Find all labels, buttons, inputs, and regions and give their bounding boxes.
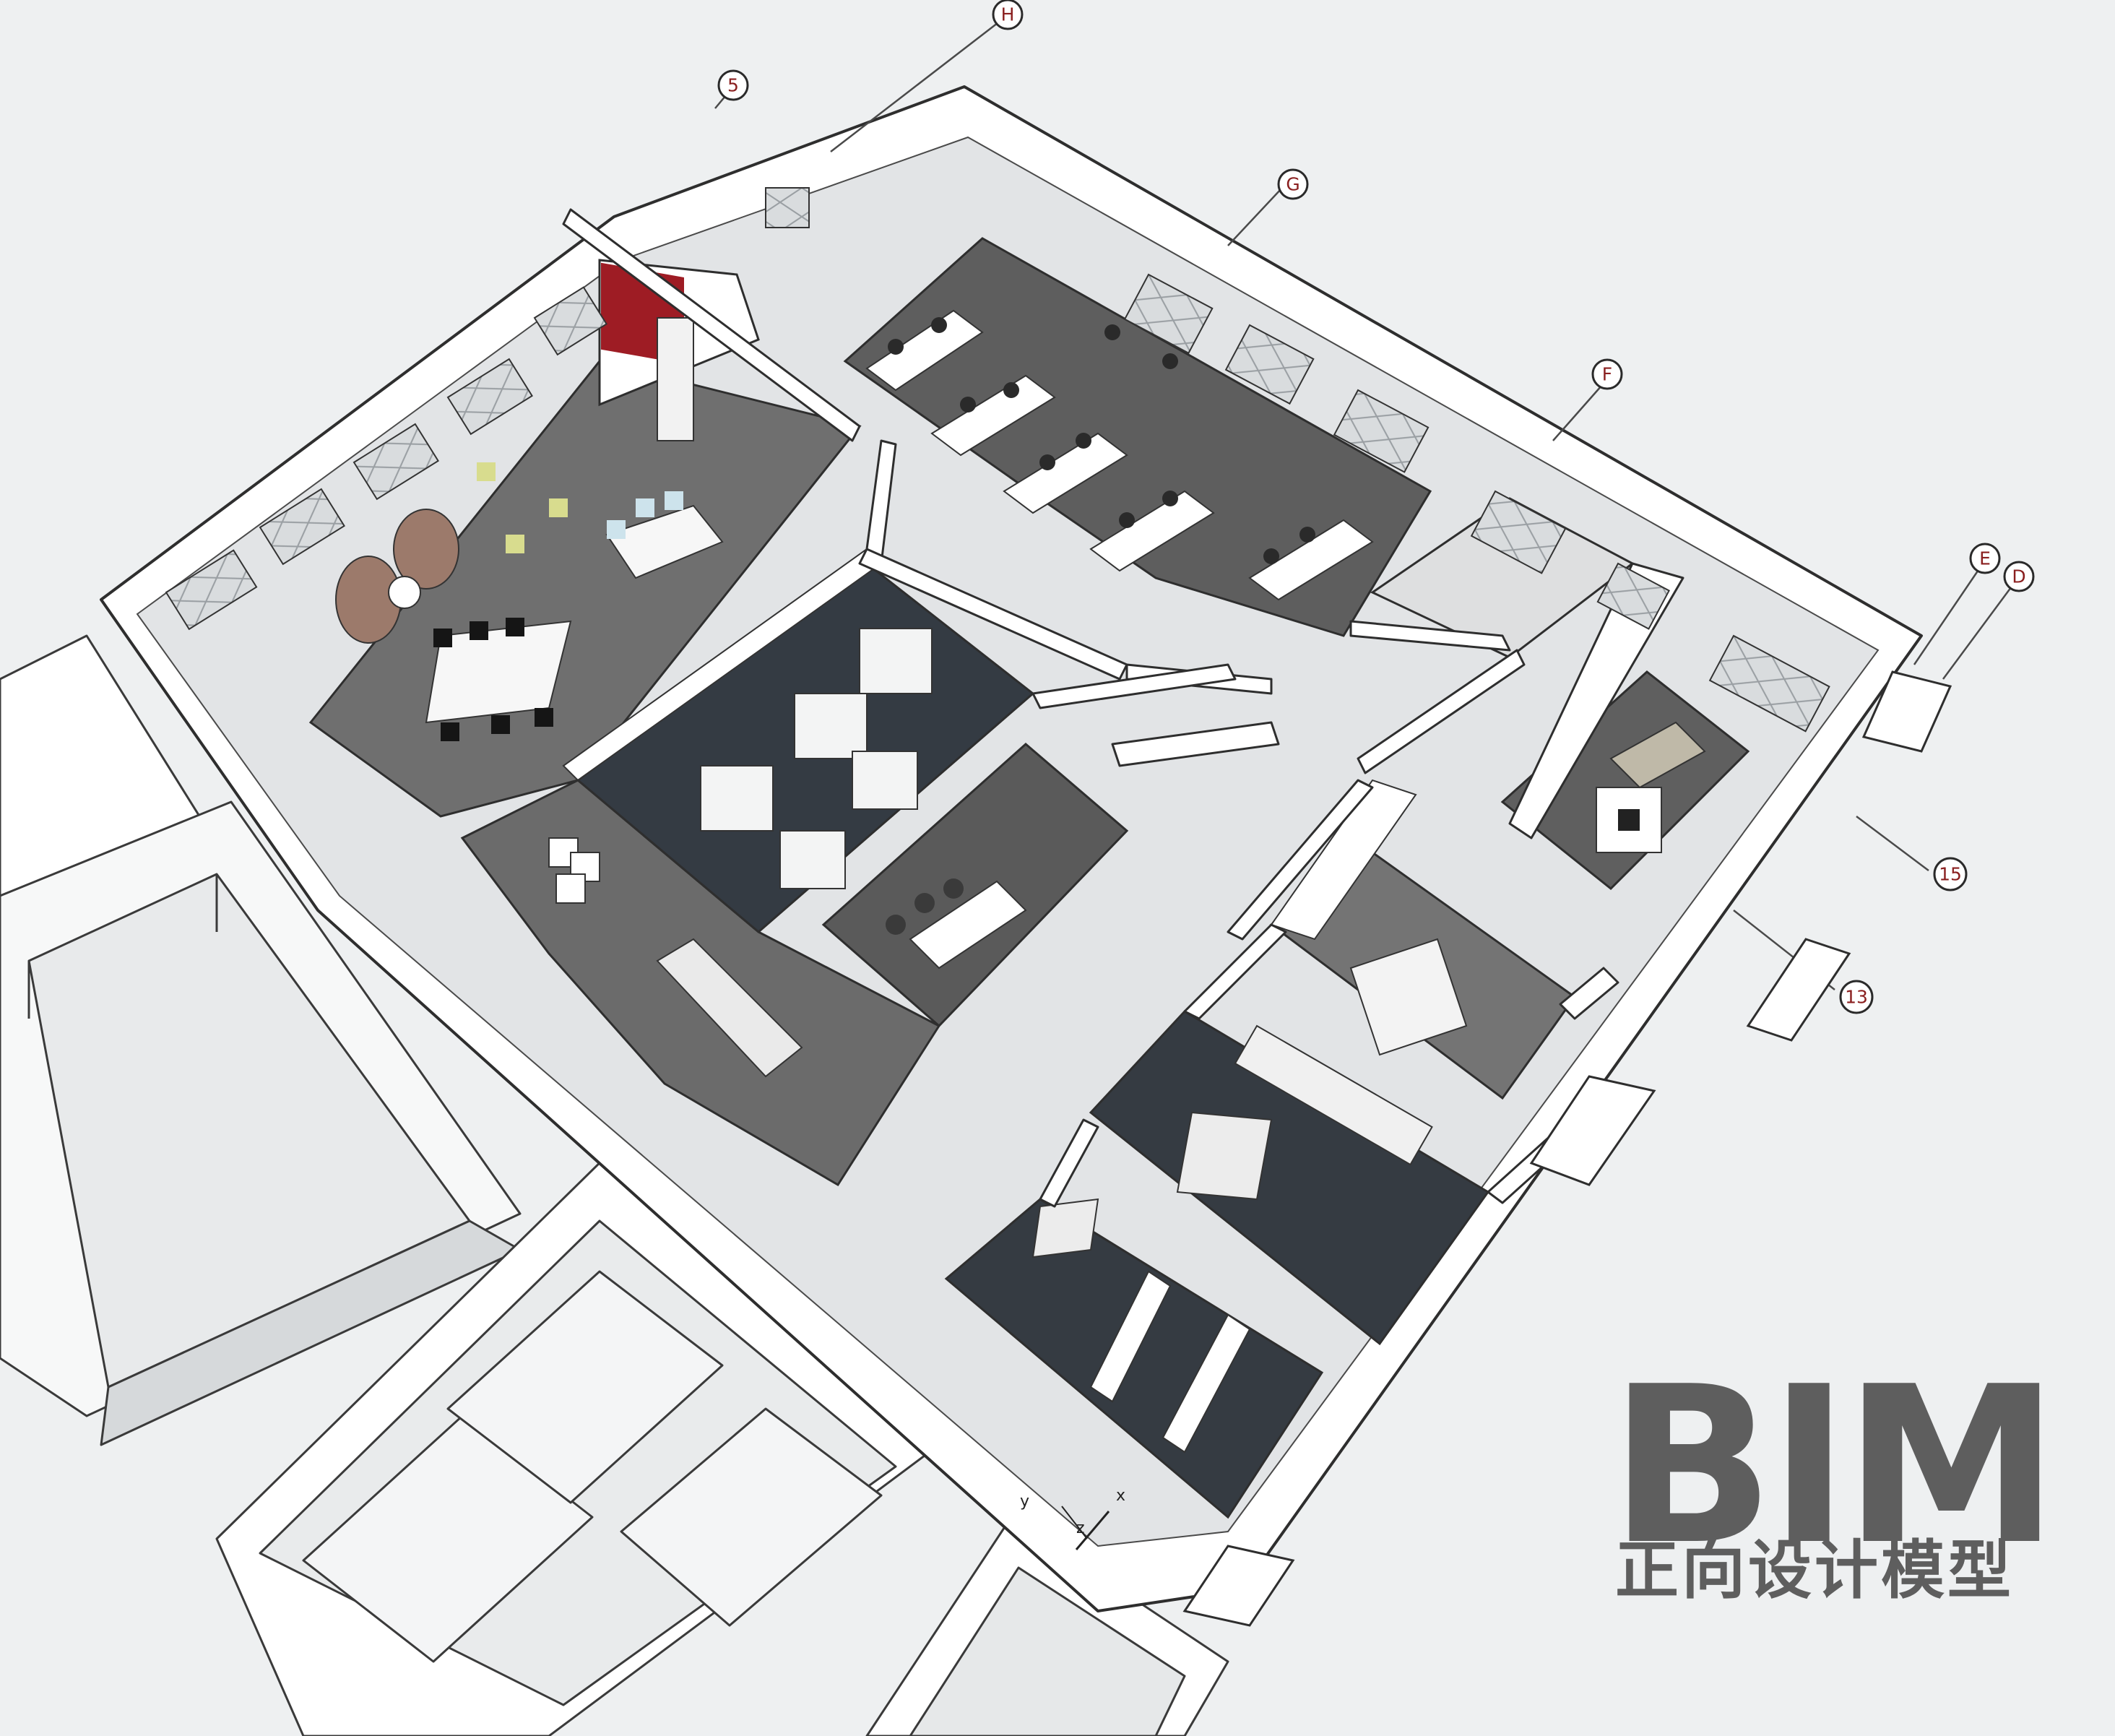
room-right-middle [1269, 779, 1577, 1100]
grid-bubble-g: G [1277, 168, 1309, 200]
windows [165, 187, 1830, 733]
svg-text:G: G [1286, 174, 1299, 195]
room-open-office [843, 237, 1432, 637]
grid-bubble-e: E [1969, 543, 2001, 574]
svg-text:E: E [1979, 548, 1991, 569]
grid-lines [714, 17, 2017, 990]
bim-subtitle: 正向设计模型 [1615, 1533, 2015, 1607]
axis-label-y: y [1020, 1493, 1029, 1511]
bim-title: BIM [1609, 1340, 2059, 1592]
interior-walls [562, 208, 1684, 1208]
room-archive [944, 1198, 1324, 1519]
grid-bubble-13: 13 [1839, 980, 1874, 1014]
room-exhibit [562, 548, 1035, 933]
grid-bubble-f: F [1591, 358, 1623, 390]
grid-bubble-15: 15 [1933, 857, 1968, 891]
axis-label-x: x [1116, 1487, 1125, 1505]
room-meeting [821, 743, 1129, 1028]
axis-label-z: z [1076, 1519, 1085, 1537]
svg-text:13: 13 [1845, 987, 1868, 1008]
room-lounge [308, 259, 862, 818]
svg-text:F: F [1602, 364, 1612, 385]
grid-bubble-5: 5 [717, 69, 749, 101]
room-office-lower [1089, 1010, 1490, 1346]
pilasters [1182, 670, 1952, 1627]
grid-bubble-h: H [992, 0, 1024, 30]
neighbour-building-left [0, 634, 522, 1446]
svg-text:D: D [2012, 566, 2025, 587]
svg-text:5: 5 [727, 75, 739, 96]
grid-bubble-d: D [2003, 561, 2035, 592]
svg-text:H: H [1001, 4, 1015, 25]
orientation-axis: y x z [1020, 1487, 1125, 1550]
svg-text:15: 15 [1939, 864, 1962, 885]
room-lobby [460, 779, 941, 1187]
room-right-upper [1370, 497, 1750, 891]
